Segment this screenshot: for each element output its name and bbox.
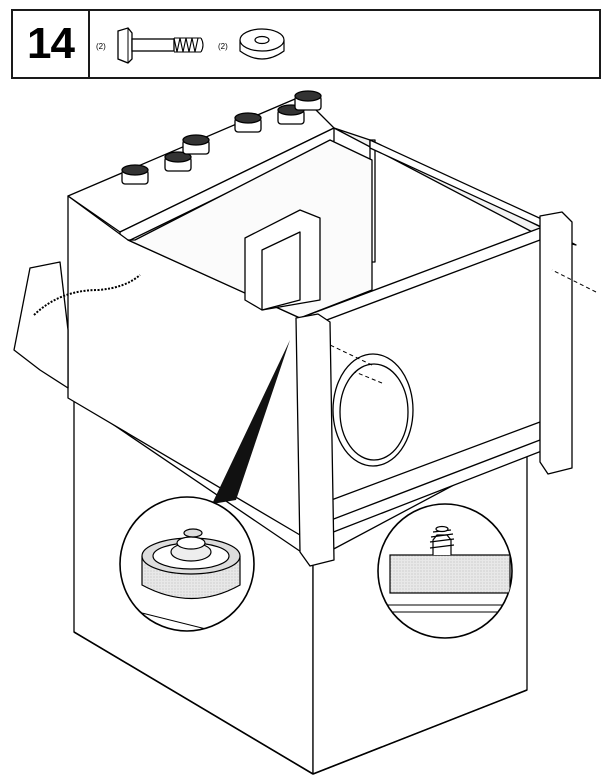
magnified-foot-bumper-icon bbox=[119, 496, 255, 632]
top-knobs bbox=[121, 90, 322, 185]
parts-list: (2) (2) bbox=[90, 11, 599, 77]
washer-quantity: (2) bbox=[218, 42, 228, 51]
screw-leader-left bbox=[329, 344, 373, 366]
step-number-box: 14 bbox=[13, 11, 90, 77]
step-header: 14 (2) (2) bbox=[11, 9, 601, 79]
screw-leader-right bbox=[551, 269, 597, 293]
cable-harness bbox=[33, 274, 141, 316]
washer-icon bbox=[239, 28, 285, 60]
upper-frame bbox=[13, 95, 577, 567]
bolt-icon bbox=[117, 27, 204, 64]
magnified-threaded-screw-icon bbox=[377, 503, 513, 639]
callout-pointer bbox=[212, 340, 290, 504]
bolt-quantity: (2) bbox=[96, 42, 106, 51]
cabinet-assembly-illustration bbox=[13, 90, 597, 775]
step-number: 14 bbox=[27, 19, 75, 68]
